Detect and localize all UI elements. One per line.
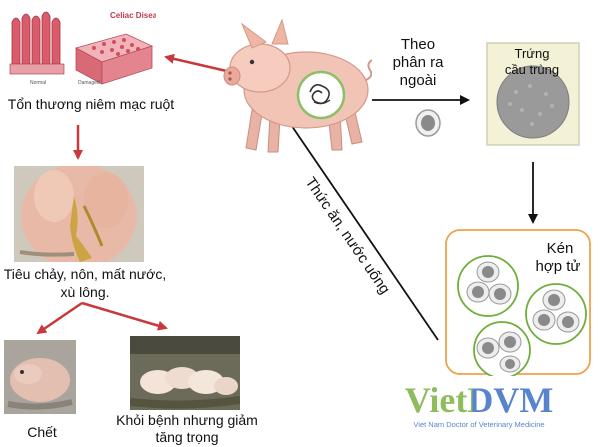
recovery-label-line2: tăng trọng: [155, 429, 219, 445]
piglets-photo: [130, 336, 240, 410]
gut-inset-icon: [296, 70, 346, 120]
feces-label-line3: ngoài: [399, 72, 437, 89]
logo-subtitle: Viet Nam Doctor of Veterinary Medicine: [413, 420, 545, 429]
cyst-label-line2: hợp tử: [535, 258, 581, 275]
arrow-symptoms-to-death: [36, 301, 83, 335]
diarrhea-photo: [14, 166, 144, 262]
arrow-cyst-to-pig: [270, 95, 439, 341]
feces-label-line2: phân ra: [392, 54, 444, 71]
arrow-symptoms-to-recovery: [81, 301, 168, 331]
vietdvm-logo: VietDVM Viet Nam Doctor of Veterinary Me…: [394, 380, 564, 444]
sporulated-cyst-box: [444, 228, 592, 379]
damaged-label: Damaged: [78, 80, 100, 86]
small-oocyst-icon: [414, 108, 442, 138]
logo-text: VietDVM: [404, 380, 554, 420]
recovery-label-line1: Khỏi bệnh nhưng giảm: [116, 412, 258, 428]
intestine-illustration: Celiac Disease Normal Damaged: [6, 4, 156, 90]
symptoms-label-line1: Tiêu chảy, nôn, mất nước,: [3, 266, 167, 282]
celiac-title: Celiac Disease: [110, 11, 156, 20]
death-label: Chết: [27, 424, 57, 440]
normal-label: Normal: [30, 80, 46, 86]
intestinal-damage-label: Tổn thương niêm mạc ruột: [7, 96, 175, 112]
oocyst-micrograph: [486, 42, 580, 146]
oocyst-label-line2: cầu trùng: [504, 62, 560, 77]
oocyst-label-line1: Trứng: [514, 46, 550, 61]
cyst-label-line1: Kén: [546, 240, 574, 257]
feces-label-line1: Theo: [400, 36, 436, 53]
symptoms-label-line2: xù lông.: [60, 284, 110, 300]
dead-pig-photo: [4, 340, 76, 414]
